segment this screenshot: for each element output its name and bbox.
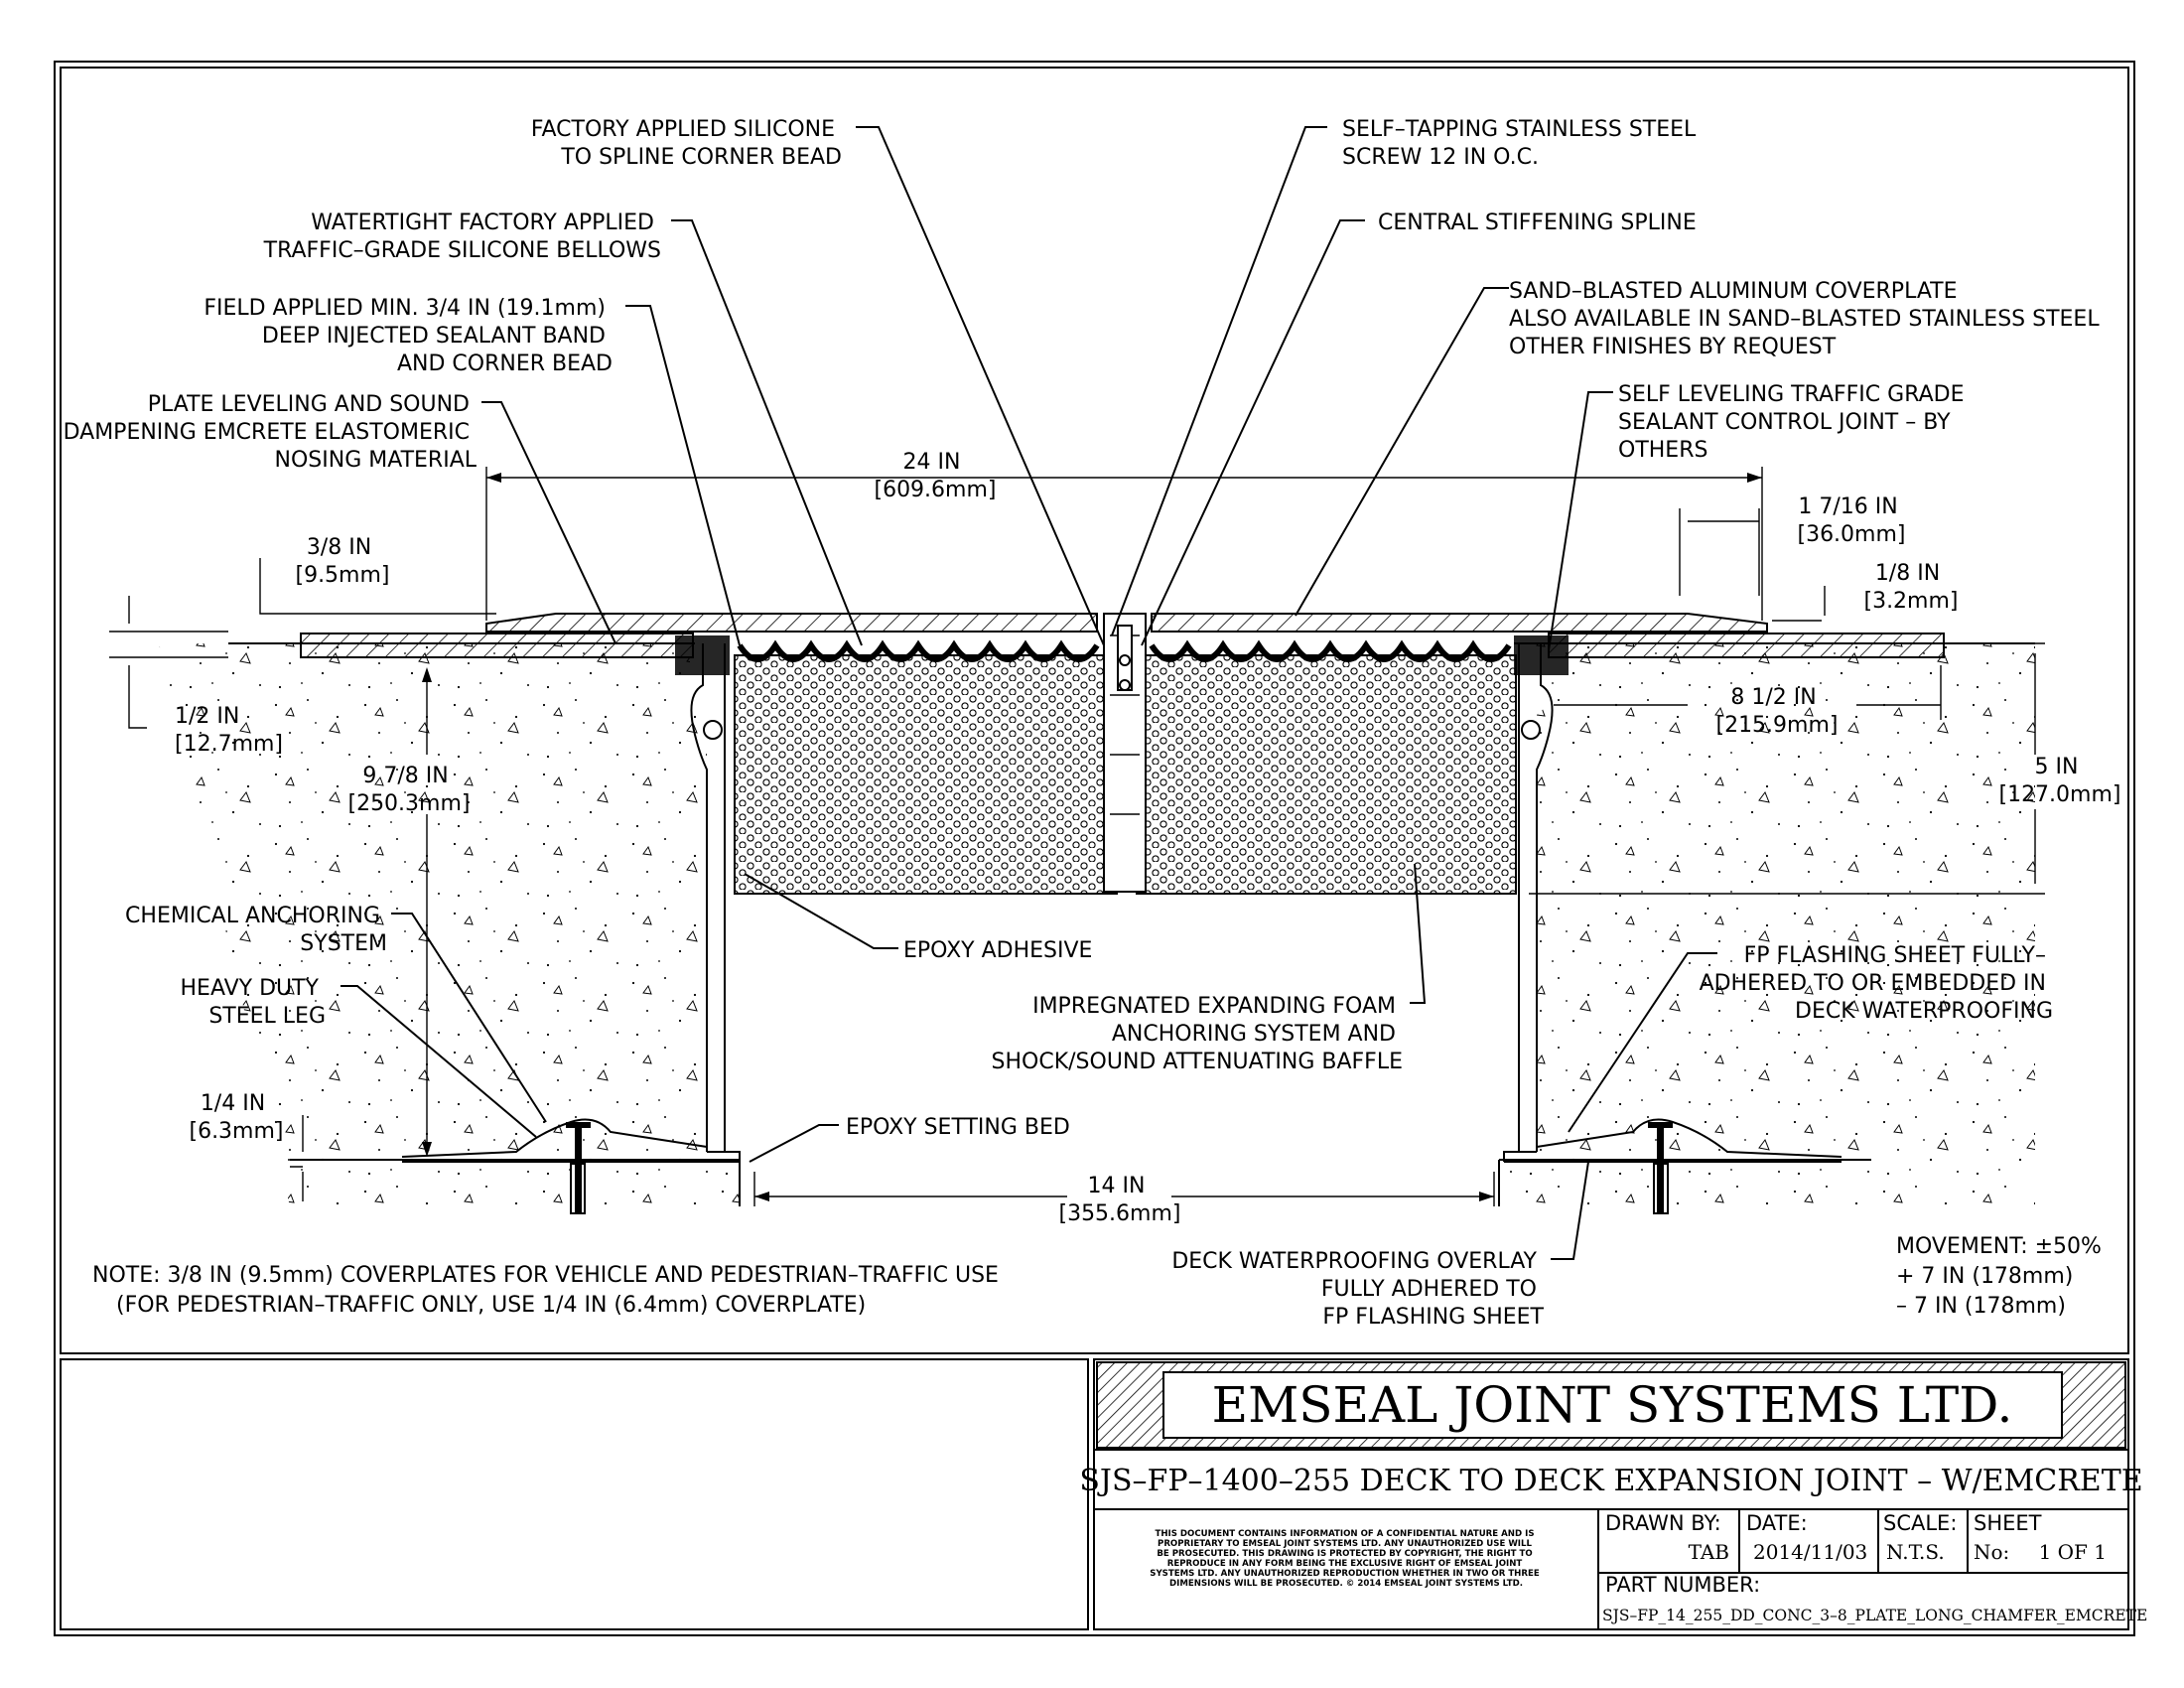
coverplate — [485, 613, 1768, 633]
right-flange — [1504, 1118, 1843, 1214]
movement-spec: MOVEMENT: ±50% + 7 IN (178mm) – 7 IN (17… — [1896, 1234, 2109, 1319]
bellows — [737, 639, 1512, 662]
callout-spline: CENTRAL STIFFENING SPLINE — [1378, 211, 1697, 235]
part-number-label: PART NUMBER: — [1605, 1573, 1760, 1597]
drawn-by-label: DRAWN BY: — [1605, 1511, 1721, 1535]
left-steel-leg — [675, 635, 741, 1162]
sheet-value: 1 OF 1 — [2039, 1540, 2107, 1564]
leader-lines — [341, 126, 1717, 1260]
part-number: SJS–FP_14_255_DD_CONC_3–8_PLATE_LONG_CHA… — [1602, 1607, 2147, 1624]
dim-1-8-in: 1/8 IN [3.2mm] — [1863, 561, 1958, 614]
central-spline — [1103, 613, 1147, 893]
sheet-label: SHEET — [1974, 1511, 2042, 1535]
dim-3-8-in: 3/8 IN [9.5mm] — [295, 535, 389, 588]
dim-8-1-2-in: 8 1/2 IN [215.9mm] — [1715, 685, 1838, 738]
title-block — [60, 1358, 2129, 1630]
left-nosing — [300, 633, 694, 658]
dim-24-in: 24 IN [609.6mm] — [874, 450, 996, 502]
sheet-no-label: No: — [1974, 1540, 2009, 1564]
dimension-lines — [109, 467, 2045, 1206]
dim-14-in: 14 IN [355.6mm] — [1058, 1174, 1180, 1226]
callout-control-joint: SELF LEVELING TRAFFIC GRADE SEALANT CONT… — [1618, 382, 1972, 463]
coverplate-note: NOTE: 3/8 IN (9.5mm) COVERPLATES FOR VEH… — [92, 1263, 1006, 1318]
callout-epoxy-bed: EPOXY SETTING BED — [846, 1115, 1070, 1140]
callout-epoxy-adhesive: EPOXY ADHESIVE — [903, 938, 1092, 963]
callout-fp-flashing: FP FLASHING SHEET FULLY– ADHERED TO OR E… — [1700, 943, 2053, 1024]
left-foam — [734, 654, 1118, 895]
dim-5-in: 5 IN [127.0mm] — [1998, 755, 2120, 807]
scale-label: SCALE: — [1883, 1511, 1957, 1535]
callout-screw: SELF–TAPPING STAINLESS STEEL SCREW 12 IN… — [1342, 117, 1703, 170]
callout-foam: IMPREGNATED EXPANDING FOAM ANCHORING SYS… — [992, 994, 1403, 1074]
right-steel-leg — [1503, 635, 1569, 1162]
callout-chemical-anchor: CHEMICAL ANCHORING SYSTEM — [125, 904, 387, 956]
callout-nosing: PLATE LEVELING AND SOUND DAMPENING EMCRE… — [64, 392, 478, 473]
callout-overlay: DECK WATERPROOFING OVERLAY FULLY ADHERED… — [1171, 1249, 1544, 1330]
left-flange — [401, 1118, 740, 1214]
date-value: 2014/11/03 — [1753, 1540, 1867, 1564]
callout-coverplate: SAND–BLASTED ALUMINUM COVERPLATE ALSO AV… — [1509, 279, 2107, 359]
disclaimer: THIS DOCUMENT CONTAINS INFORMATION OF A … — [1150, 1529, 1542, 1589]
callout-sealant-band: FIELD APPLIED MIN. 3/4 IN (19.1mm) DEEP … — [204, 296, 613, 376]
dim-1-2-in: 1/2 IN [12.7mm] — [175, 704, 283, 757]
scale-value: N.T.S. — [1886, 1540, 1945, 1564]
callout-silicone-bead: FACTORY APPLIED SILICONE TO SPLINE CORNE… — [531, 117, 842, 170]
right-concrete-deck — [1498, 642, 2035, 1206]
callout-steel-leg: HEAVY DUTY STEEL LEG — [181, 976, 327, 1029]
date-label: DATE: — [1746, 1511, 1808, 1535]
callout-bellows: WATERTIGHT FACTORY APPLIED TRAFFIC–GRADE… — [263, 211, 661, 263]
right-foam — [1136, 654, 1517, 895]
drawn-by: TAB — [1689, 1540, 1729, 1564]
dim-1-7-16-in: 1 7/16 IN [36.0mm] — [1797, 494, 1905, 547]
dim-1-4-in: 1/4 IN [6.3mm] — [189, 1091, 283, 1144]
right-nosing — [1548, 633, 1945, 658]
company-name: EMSEAL JOINT SYSTEMS LTD. — [1212, 1376, 2013, 1434]
dim-9-7-8-in: 9 7/8 IN [250.3mm] — [347, 764, 470, 816]
drawing-title: SJS–FP–1400–255 DECK TO DECK EXPANSION J… — [1079, 1464, 2142, 1498]
